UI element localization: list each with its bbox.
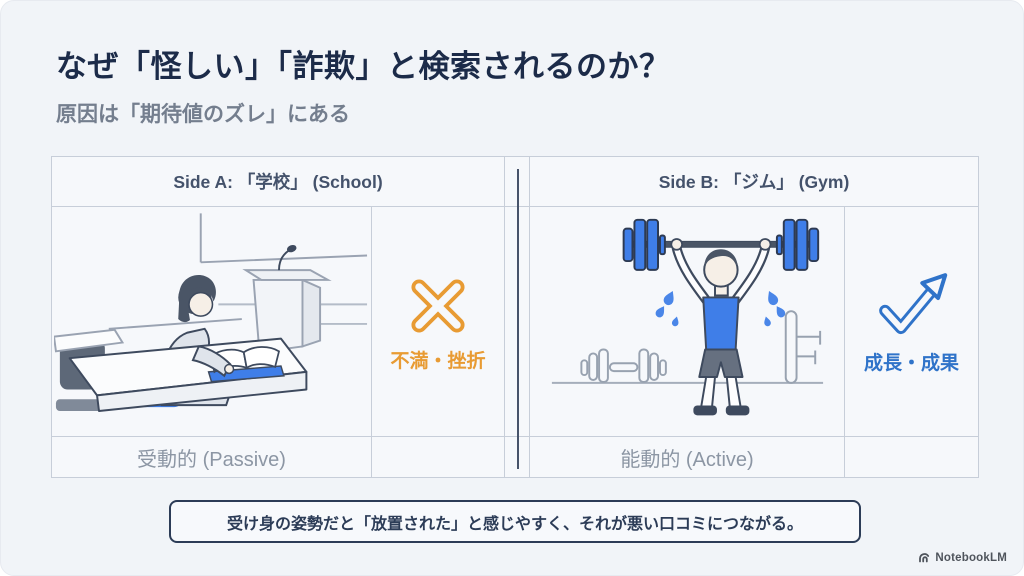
side-a-mark-cell: 不満・挫折	[372, 207, 505, 437]
notebooklm-watermark: NotebookLM	[918, 551, 1007, 564]
side-a-mark-label: 不満・挫折	[390, 351, 486, 372]
side-b-footer-empty-cell	[845, 437, 978, 477]
side-b-mark-label: 成長・成果	[863, 353, 959, 374]
gym-illustration	[551, 218, 824, 416]
comparison-table: Side A: 「学校」 (School) Side B: 「ジム」 (Gym)	[51, 156, 979, 478]
side-b-mark-cell: 成長・成果	[845, 207, 978, 437]
callout-text: 受け身の姿勢だと「放置された」と感じやすく、それが悪い口コミにつながる。	[226, 515, 803, 533]
cross-icon	[411, 279, 465, 333]
check-growth-arrow-icon	[878, 273, 947, 335]
callout-box: 受け身の姿勢だと「放置された」と感じやすく、それが悪い口コミにつながる。	[169, 500, 861, 543]
microphone-icon	[278, 244, 297, 271]
side-b-illustration-cell	[530, 207, 845, 437]
center-divider-line	[517, 169, 519, 469]
side-b-footer-cell: 能動的 (Active)	[530, 437, 845, 477]
side-a-illustration-cell	[52, 207, 372, 437]
watermark-label: NotebookLM	[935, 551, 1007, 564]
barbell	[622, 218, 820, 271]
student-arm	[191, 345, 232, 378]
side-b-header: Side B: 「ジム」 (Gym)	[530, 157, 978, 207]
classroom-illustration	[54, 213, 368, 412]
gym-rack	[784, 310, 822, 384]
notebooklm-logo-icon	[919, 553, 930, 563]
center-gap-bottom	[505, 437, 530, 477]
side-b-footer-label: 能動的 (Active)	[620, 448, 754, 471]
side-a-footer-empty-cell	[372, 437, 505, 477]
weightlifter-body	[693, 249, 750, 416]
side-a-footer-cell: 受動的 (Passive)	[52, 437, 372, 477]
side-a-header: Side A: 「学校」 (School)	[52, 157, 505, 207]
page-title: なぜ「怪しい」「詐欺」と検索されるのか？	[56, 49, 671, 84]
side-a-footer-label: 受動的 (Passive)	[137, 448, 286, 471]
floor-dumbbell	[580, 348, 667, 383]
lectern	[242, 269, 332, 354]
page-subtitle: 原因は「期待値のズレ」にある	[56, 103, 350, 126]
